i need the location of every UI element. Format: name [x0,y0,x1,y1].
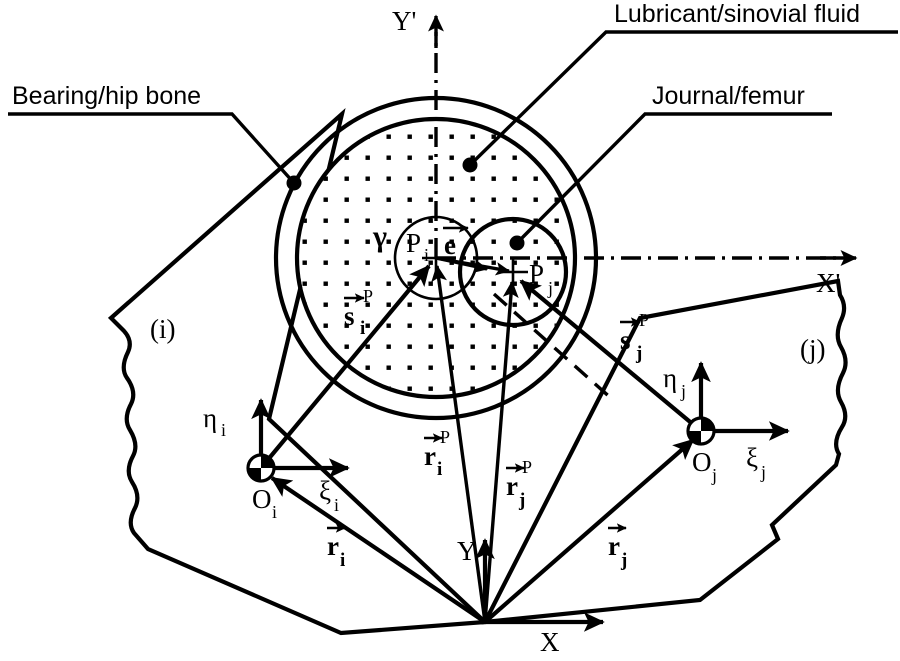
svg-text:i: i [340,550,345,571]
svg-text:P: P [363,286,373,306]
svg-text:P: P [406,228,421,258]
global-y-label: Y [457,536,477,566]
body-i-outline [107,108,490,636]
svg-text:i: i [437,459,442,480]
svg-text:P: P [440,427,450,447]
point-P-i-label: P i [406,228,429,265]
svg-text:j: j [711,465,717,485]
vector-e-label: e [443,223,469,260]
svg-text:r: r [424,441,436,471]
vector-r-j-label: r j [608,523,627,571]
vector-r-j-P [483,280,519,623]
svg-text:i: i [334,495,339,515]
svg-text:s: s [620,325,631,355]
svg-text:r: r [506,471,518,501]
point-P-j-marker [500,258,528,288]
svg-text:O: O [692,447,712,477]
y-prime-label: Y' [392,6,416,36]
vector-s-i-P [259,264,431,470]
svg-text:j: j [635,343,642,364]
svg-text:i: i [360,318,365,339]
svg-text:O: O [252,484,272,514]
frame-i-origin-marker [246,453,276,483]
frame-i-axes [251,398,350,478]
svg-text:j: j [680,381,686,401]
svg-text:i: i [221,420,226,440]
svg-text:i: i [424,245,429,265]
frame-j-eta-label: η j [663,363,686,401]
svg-text:j: j [547,278,553,298]
vector-r-i-label: r i [327,523,346,571]
body-j-outline [481,278,848,625]
gamma-label: γ [372,220,387,253]
svg-text:j: j [760,462,766,482]
callout-lubricant-label: Lubricant/sinovial fluid [614,0,860,28]
svg-text:ξ: ξ [746,443,758,473]
frame-j-origin-marker [686,416,716,446]
x-prime-label: X' [816,268,840,298]
body-j-label: (j) [800,334,825,364]
vector-r-i-P [431,264,487,623]
svg-text:P: P [529,259,544,289]
svg-text:j: j [518,490,525,511]
svg-text:η: η [663,363,677,393]
frame-j-axes [691,361,790,441]
vector-r-i [270,476,487,624]
svg-text:i: i [272,502,277,522]
callout-bearing-label: Bearing/hip bone [12,82,201,110]
frame-j-xi-label: ξ j [746,443,766,482]
global-x-label: X [540,627,560,657]
frame-i-origin-label: O i [252,484,277,522]
svg-text:e: e [444,230,456,260]
body-i-label: (i) [150,314,175,344]
svg-text:r: r [327,531,339,561]
journal-circle [457,216,569,328]
svg-text:s: s [344,301,355,331]
frame-j-origin-label: O j [692,447,717,485]
svg-text:η: η [203,403,217,433]
global-axes [475,538,605,632]
vector-s-j-P [519,279,703,433]
svg-text:j: j [620,550,627,571]
frame-i-xi-label: ξ i [319,476,339,515]
callout-lubricant-leader [462,30,898,173]
svg-text:P: P [639,310,649,330]
point-P-j-label: P j [529,259,553,298]
vector-r-j-P-label: r j P [506,457,532,511]
vector-r-j [483,438,695,624]
callout-journal-leader [509,112,832,251]
gamma-arc [462,257,479,290]
svg-text:r: r [608,531,620,561]
vector-s-j-P-label: s j P [620,310,649,364]
svg-text:ξ: ξ [319,476,331,506]
point-P-i-marker [422,242,452,274]
vector-s-i-P-label: s i P [344,286,373,339]
frame-i-eta-label: η i [203,403,226,440]
callout-bearing-leader [8,112,302,191]
vector-s-i-to-journal [435,256,489,273]
svg-text:P: P [522,457,532,477]
callout-journal-label: Journal/femur [652,82,805,110]
vector-r-i-P-label: r i P [424,427,450,480]
